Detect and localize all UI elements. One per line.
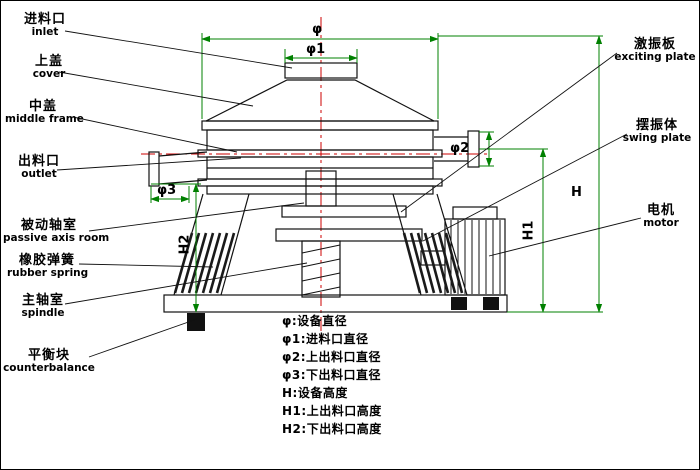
label-en: rubber spring — [7, 267, 89, 280]
legend-row: φ2:上出料口直径 — [282, 350, 382, 364]
part-label-motor: 电机 motor — [637, 203, 685, 230]
label-cn: 进料口 — [23, 12, 66, 27]
leader-lines — [56, 30, 642, 358]
dim-h1: H1 — [521, 220, 537, 241]
motor-feet — [451, 297, 499, 310]
legend-row: H1:上出料口高度 — [282, 404, 382, 418]
dim-h2: H2 — [177, 234, 193, 255]
label-en: exciting plate — [614, 51, 696, 64]
spindle-hatch — [301, 244, 341, 296]
label-cn: 摆振体 — [635, 118, 678, 133]
part-label-swing-plate: 摆振体 swing plate — [619, 118, 695, 145]
label-en: swing plate — [622, 132, 692, 145]
counterbalance-block — [187, 313, 205, 331]
legend-row: H2:下出料口高度 — [282, 422, 382, 436]
label-cn: 橡胶弹簧 — [18, 253, 75, 268]
label-en: spindle — [21, 307, 65, 320]
label-en: motor — [643, 217, 679, 230]
label-en: counterbalance — [3, 362, 95, 375]
part-label-rubber-spring: 橡胶弹簧 rubber spring — [7, 253, 89, 280]
label-en: cover — [32, 68, 66, 81]
label-cn: 中盖 — [28, 99, 57, 114]
label-en: inlet — [31, 26, 59, 39]
label-cn: 出料口 — [17, 154, 60, 169]
label-cn: 主轴室 — [21, 293, 64, 308]
part-label-middle-frame: 中盖 middle frame — [5, 99, 84, 126]
part-label-outlet: 出料口 outlet — [15, 154, 63, 181]
dim-phi3: φ3 — [157, 183, 177, 198]
machine-body — [148, 62, 508, 313]
label-cn: 上盖 — [34, 54, 63, 69]
dim-phi2: φ2 — [450, 141, 470, 156]
legend-row: φ1:进料口直径 — [282, 332, 369, 346]
dim-phi1: φ1 — [306, 42, 326, 57]
dim-h: H — [571, 185, 582, 200]
part-label-cover: 上盖 cover — [25, 54, 73, 81]
label-en: outlet — [21, 168, 57, 181]
legend-row: H:设备高度 — [282, 386, 348, 400]
label-cn: 平衡块 — [27, 348, 70, 363]
label-en: middle frame — [5, 113, 84, 126]
rubber-springs — [173, 232, 464, 294]
dim-phi: φ — [312, 22, 323, 37]
label-cn: 被动轴室 — [20, 218, 77, 233]
part-label-passive-axis-room: 被动轴室 passive axis room — [3, 218, 110, 245]
part-label-counterbalance: 平衡块 counterbalance — [3, 348, 95, 375]
part-label-spindle: 主轴室 spindle — [15, 293, 71, 320]
dimension-legend: φ:设备直径 φ1:进料口直径 φ2:上出料口直径 φ3:下出料口直径 H:设备… — [282, 312, 382, 438]
label-cn: 激振板 — [633, 37, 676, 52]
label-cn: 电机 — [646, 203, 675, 218]
part-label-inlet: 进料口 inlet — [21, 12, 69, 39]
dimension-lines — [150, 33, 603, 313]
legend-row: φ:设备直径 — [282, 314, 348, 328]
part-label-exciting-plate: 激振板 exciting plate — [613, 37, 697, 64]
center-lines — [141, 17, 489, 339]
label-en: passive axis room — [3, 232, 110, 245]
legend-row: φ3:下出料口直径 — [282, 368, 382, 382]
